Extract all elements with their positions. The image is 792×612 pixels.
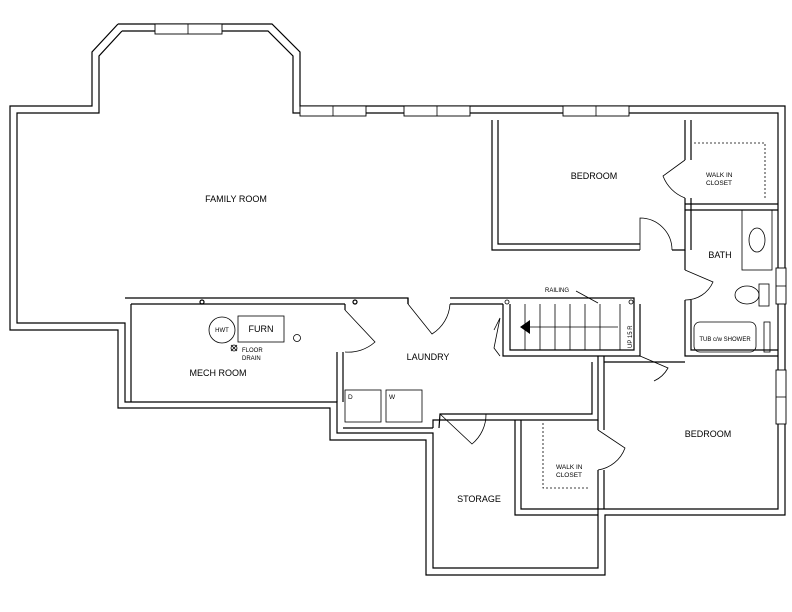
walk-in-closet-top-label-1: WALK IN — [706, 172, 733, 179]
railing-label: RAILING — [545, 288, 569, 294]
hwt-label: HWT — [215, 328, 229, 334]
walk-in-closet-bottom-label-2: CLOSET — [556, 472, 582, 479]
laundry — [343, 297, 510, 429]
lower-rooms — [432, 356, 685, 516]
floor-drain-label-2: DRAIN — [242, 356, 261, 362]
dryer-label: D — [348, 394, 353, 401]
tub-shower-label: TUB c/w SHOWER — [699, 337, 751, 343]
bedroom-top-label: BEDROOM — [571, 171, 618, 181]
room-labels: FAMILY ROOM BEDROOM WALK IN CLOSET BATH … — [190, 171, 752, 504]
bath-label: BATH — [708, 250, 731, 260]
bath — [684, 209, 778, 357]
bedroom-top — [491, 120, 692, 251]
storage-label: STORAGE — [457, 494, 501, 504]
stair-label: UP 15 R — [628, 325, 634, 348]
mech-room-label: MECH ROOM — [190, 368, 247, 378]
washer-label: W — [389, 394, 396, 401]
stairs — [493, 290, 669, 382]
exterior-walls — [9, 23, 786, 576]
windows — [154, 23, 787, 425]
floor-drain-label-1: FLOOR — [242, 348, 263, 354]
mech-room — [125, 297, 409, 402]
walk-in-closet-bottom-label-1: WALK IN — [556, 464, 583, 471]
furn-label: FURN — [249, 324, 274, 334]
family-room-label: FAMILY ROOM — [205, 194, 267, 204]
bedroom-bottom-label: BEDROOM — [685, 429, 732, 439]
laundry-label: LAUNDRY — [407, 352, 450, 362]
walk-in-closet-top-label-2: CLOSET — [706, 180, 732, 187]
